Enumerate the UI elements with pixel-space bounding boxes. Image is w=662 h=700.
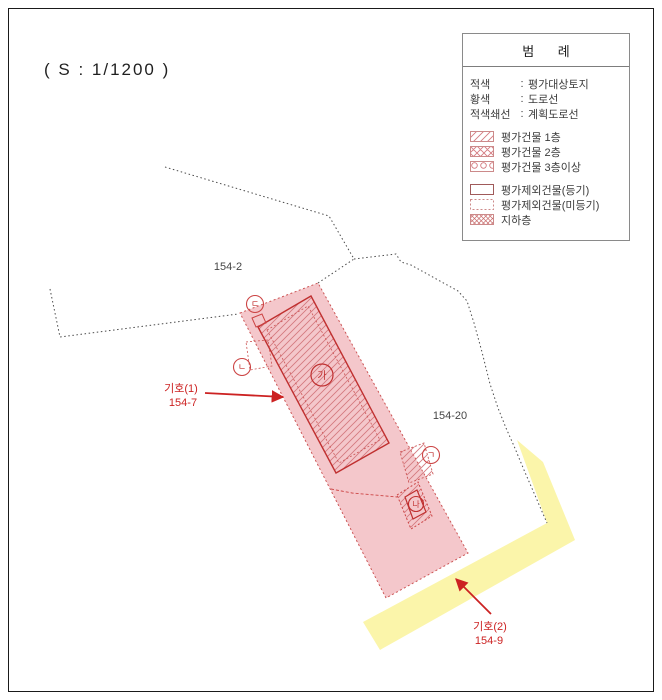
legend-exclusion-group: 평가제외건물(등기) 평가제외건물(미등기) 지하층 [470, 182, 625, 227]
colon: : [520, 92, 524, 105]
building-na-marker-circle [407, 495, 425, 513]
point-marker-g-circle [421, 445, 441, 465]
legend-color-desc: 계획도로선 [528, 108, 579, 121]
road-parcel-154-9 [363, 440, 575, 650]
legend-item-excluded-unregistered: 평가제외건물(미등기) [470, 197, 625, 212]
callout-1-parcel: 154-7 [169, 397, 197, 409]
building-ga [257, 295, 390, 474]
point-marker-g-glyph: ㄱ [427, 450, 435, 460]
legend-item-label: 평가건물 1층 [501, 131, 561, 144]
boundary-line-link [317, 258, 355, 284]
legend-panel: 범 례 적색 : 평가대상토지 황색 : 도로선 적색쇄선 : 계획도로선 [462, 33, 630, 241]
legend-color-desc: 평가대상토지 [528, 78, 589, 91]
legend-building-group: 평가건물 1층 평가건물 2층 평가건물 3층이상 [470, 129, 625, 174]
parcel-label-154-20: 154-20 [433, 410, 467, 422]
legend-color-name: 황색 [470, 93, 491, 106]
legend-item-label: 평가제외건물(등기) [501, 184, 590, 197]
point-marker-n-circle [232, 357, 252, 377]
legend-color-name: 적색쇄선 [470, 108, 511, 121]
legend-item-label: 평가제외건물(미등기) [501, 199, 600, 212]
callout-2-title: 기호(2) [473, 620, 507, 633]
band-notch-outline [245, 339, 273, 371]
diagonal-hatch-swatch [470, 131, 494, 142]
annex-structure [399, 442, 434, 484]
legend-color-row-dashed: 적색쇄선 : 계획도로선 [470, 106, 625, 121]
legend-item-excluded-registered: 평가제외건물(등기) [470, 182, 625, 197]
legend-color-row-red: 적색 : 평가대상토지 [470, 76, 625, 91]
legend-item-label: 평가건물 2층 [501, 146, 561, 159]
boundary-line-north [164, 166, 355, 260]
planned-road-line [330, 488, 398, 498]
legend-color-desc: 도로선 [528, 93, 559, 106]
scale-label: ( S : 1/1200 ) [44, 60, 171, 79]
building-ga-marker-glyph: 가 [317, 370, 326, 382]
legend-title: 범 례 [522, 44, 580, 59]
callout-2-arrow [455, 578, 492, 615]
circle-hatch-swatch [470, 161, 494, 172]
callout-2-parcel: 154-9 [475, 635, 503, 647]
legend-color-row-yellow: 황색 : 도로선 [470, 91, 625, 106]
solid-outline-swatch [470, 184, 494, 195]
legend-item-basement: 지하층 [470, 212, 625, 227]
legend-item-label: 지하층 [501, 214, 532, 227]
legend-item-floor3plus: 평가건물 3층이상 [470, 159, 625, 174]
point-marker-d-glyph: ㄷ [251, 299, 259, 309]
legend-item-label: 평가건물 3층이상 [501, 161, 582, 174]
legend-item-floor2: 평가건물 2층 [470, 144, 625, 159]
parcel-label-154-2: 154-2 [214, 261, 242, 273]
building-ga-inner-dashed [266, 305, 381, 464]
cross-hatch-swatch [470, 146, 494, 157]
legend-rows: 적색 : 평가대상토지 황색 : 도로선 적색쇄선 : 계획도로선 평가건물 [463, 67, 629, 227]
building-na-inner [404, 489, 427, 520]
building-ga-marker-circle [310, 363, 334, 387]
point-marker-d-circle [245, 294, 265, 314]
dense-hatch-swatch [470, 214, 494, 225]
callout-1-title: 기호(1) [164, 382, 198, 395]
colon: : [520, 107, 524, 120]
small-structure [251, 313, 267, 328]
legend-item-floor1: 평가건물 1층 [470, 129, 625, 144]
colon: : [520, 77, 524, 90]
boundary-line-west [49, 288, 239, 338]
dashed-outline-swatch [470, 199, 494, 210]
boundary-line-east [353, 253, 548, 524]
legend-color-name: 적색 [470, 78, 491, 91]
point-marker-n-glyph: ㄴ [238, 362, 246, 372]
callout-1-arrow [204, 390, 285, 403]
building-na-marker-glyph: 나 [412, 500, 420, 509]
legend-divider [463, 66, 629, 67]
